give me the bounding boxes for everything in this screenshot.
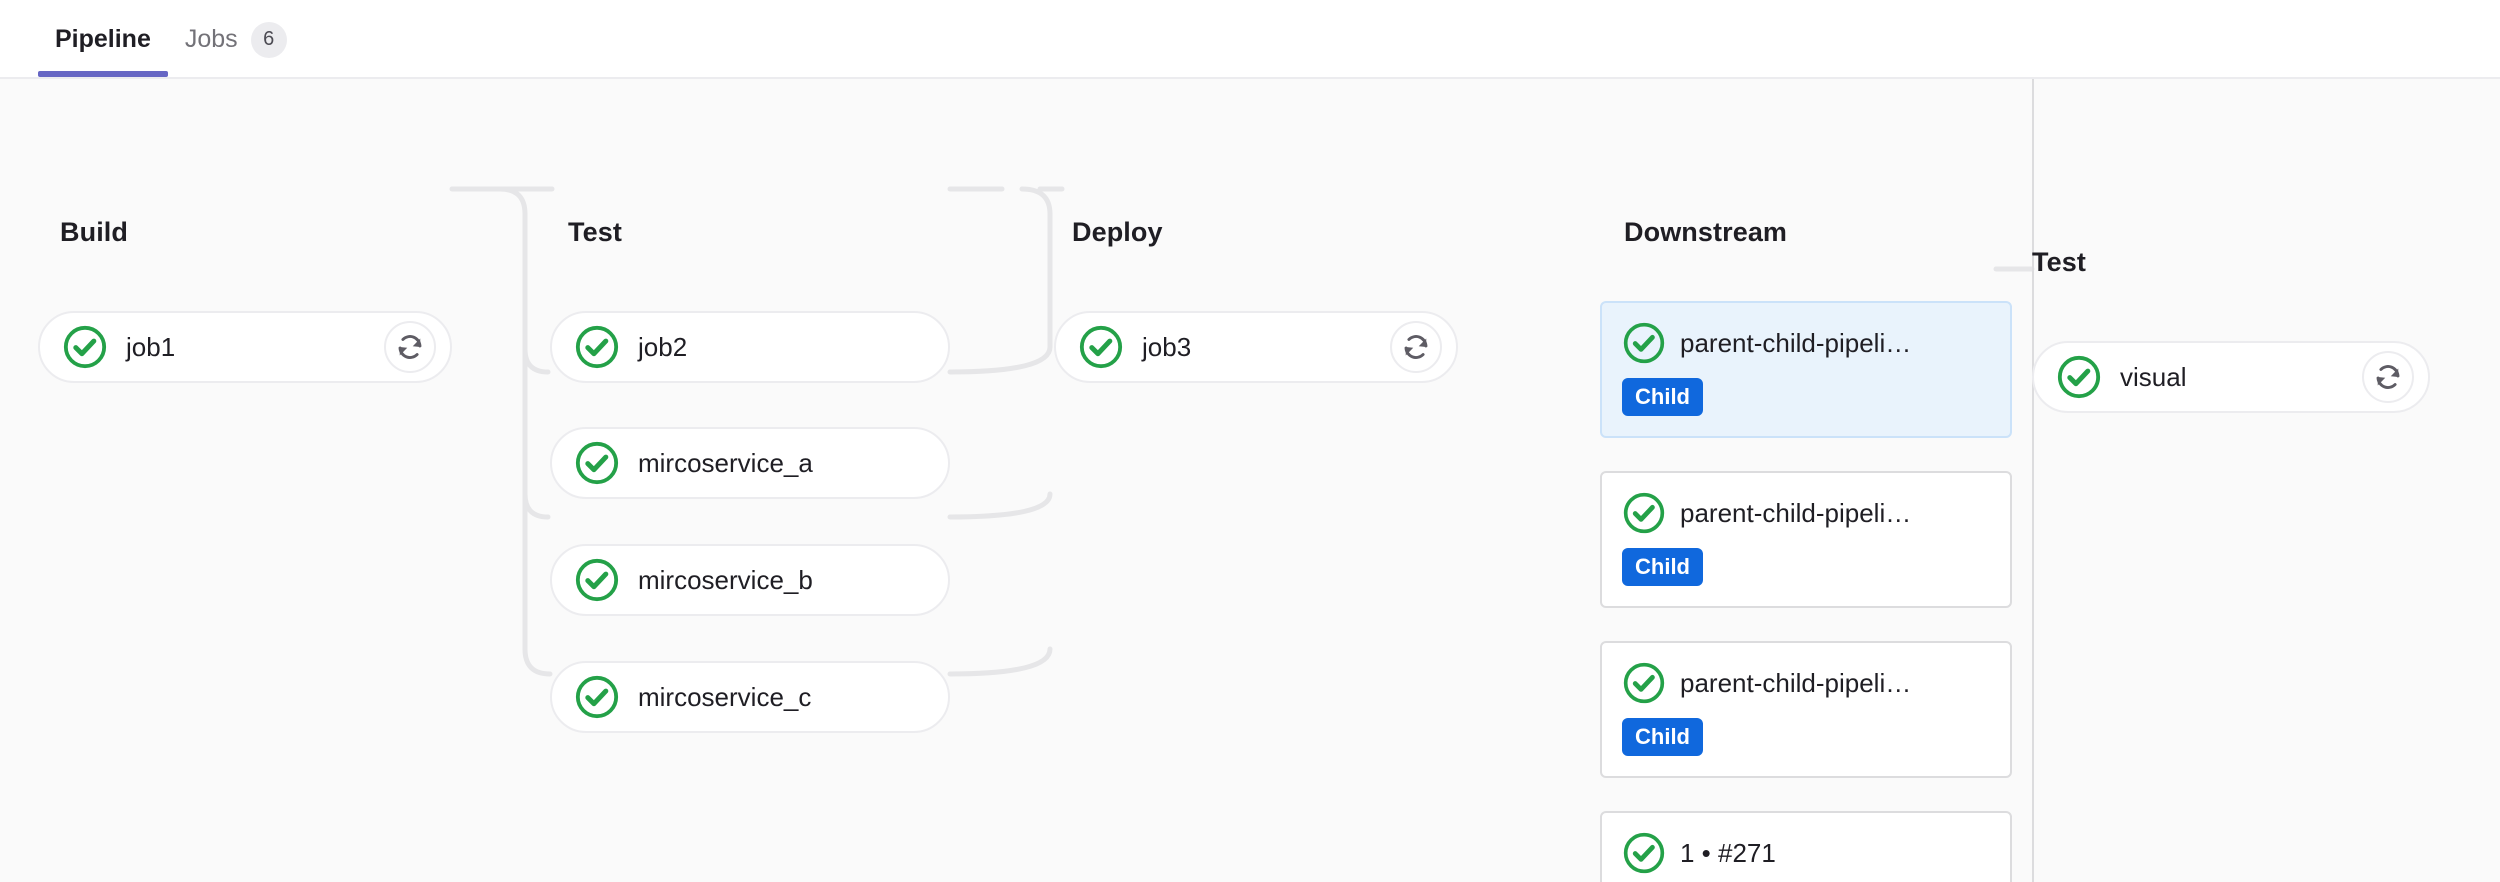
child-pipeline-divider [2032, 79, 2034, 882]
job-label: mircoservice_c [638, 681, 812, 712]
tab-jobs-count-badge: 6 [250, 21, 287, 58]
job-node-job2[interactable]: job2 [550, 311, 950, 383]
retry-icon[interactable] [384, 321, 436, 373]
status-success-icon [575, 441, 619, 485]
pipeline-connector-links [449, 186, 2035, 677]
downstream-card-header: 1 • #271 [1622, 831, 1990, 875]
job-label: job3 [1142, 331, 1192, 362]
pipeline-graph-canvas: Build job1 Test job2 mircoservic [0, 79, 2500, 882]
downstream-card-header: parent-child-pipeli… [1622, 661, 1990, 705]
status-success-icon [575, 325, 619, 369]
child-stage-title-test: Test [2032, 247, 2086, 277]
status-success-icon [575, 558, 619, 602]
downstream-card-2[interactable]: parent-child-pipeli… Child [1600, 471, 2012, 608]
downstream-card-label: parent-child-pipeli… [1680, 667, 1912, 698]
retry-glyph [2376, 365, 2400, 389]
downstream-card-header: parent-child-pipeli… [1622, 491, 1990, 535]
job-label: mircoservice_b [638, 564, 813, 595]
job-node-job1[interactable]: job1 [38, 311, 452, 383]
downstream-card-label: parent-child-pipeli… [1680, 497, 1912, 528]
child-badge: Child [1622, 378, 1703, 416]
tab-jobs-label: Jobs [184, 25, 238, 53]
retry-icon[interactable] [2362, 351, 2414, 403]
stage-title-downstream: Downstream [1624, 217, 1788, 247]
job-label: job1 [126, 331, 176, 362]
job-node-mircoservice-c[interactable]: mircoservice_c [550, 661, 950, 733]
status-success-icon [63, 325, 107, 369]
stage-title-deploy: Deploy [1072, 217, 1163, 247]
downstream-card-header: parent-child-pipeli… [1622, 321, 1990, 365]
downstream-card-4[interactable]: 1 • #271 [1600, 811, 2012, 882]
job-node-job3[interactable]: job3 [1054, 311, 1458, 383]
retry-glyph [1404, 335, 1428, 359]
status-success-icon [575, 675, 619, 719]
status-success-icon [1623, 322, 1665, 364]
stage-title-build: Build [60, 217, 128, 247]
job-label: visual [2120, 361, 2187, 392]
job-node-visual[interactable]: visual [2032, 341, 2430, 413]
job-label: mircoservice_a [638, 447, 813, 478]
status-success-icon [1623, 492, 1665, 534]
child-badge: Child [1622, 718, 1703, 756]
status-success-icon [1623, 662, 1665, 704]
downstream-card-label: parent-child-pipeli… [1680, 327, 1912, 358]
tab-jobs[interactable]: Jobs 6 [168, 0, 304, 75]
retry-icon[interactable] [1390, 321, 1442, 373]
status-success-icon [1623, 832, 1665, 874]
job-label: job2 [638, 331, 688, 362]
downstream-card-3[interactable]: parent-child-pipeli… Child [1600, 641, 2012, 778]
job-node-mircoservice-a[interactable]: mircoservice_a [550, 427, 950, 499]
status-success-icon [2057, 355, 2101, 399]
child-badge: Child [1622, 548, 1703, 586]
tab-pipeline-label: Pipeline [55, 25, 151, 53]
status-success-icon [1079, 325, 1123, 369]
stage-title-test: Test [568, 217, 622, 247]
downstream-card-label: 1 • #271 [1680, 837, 1776, 868]
retry-glyph [398, 335, 422, 359]
job-node-mircoservice-b[interactable]: mircoservice_b [550, 544, 950, 616]
pipeline-tabbar: Pipeline Jobs 6 [0, 0, 2500, 79]
tab-pipeline[interactable]: Pipeline [38, 0, 168, 77]
downstream-card-1[interactable]: parent-child-pipeli… Child [1600, 301, 2012, 438]
